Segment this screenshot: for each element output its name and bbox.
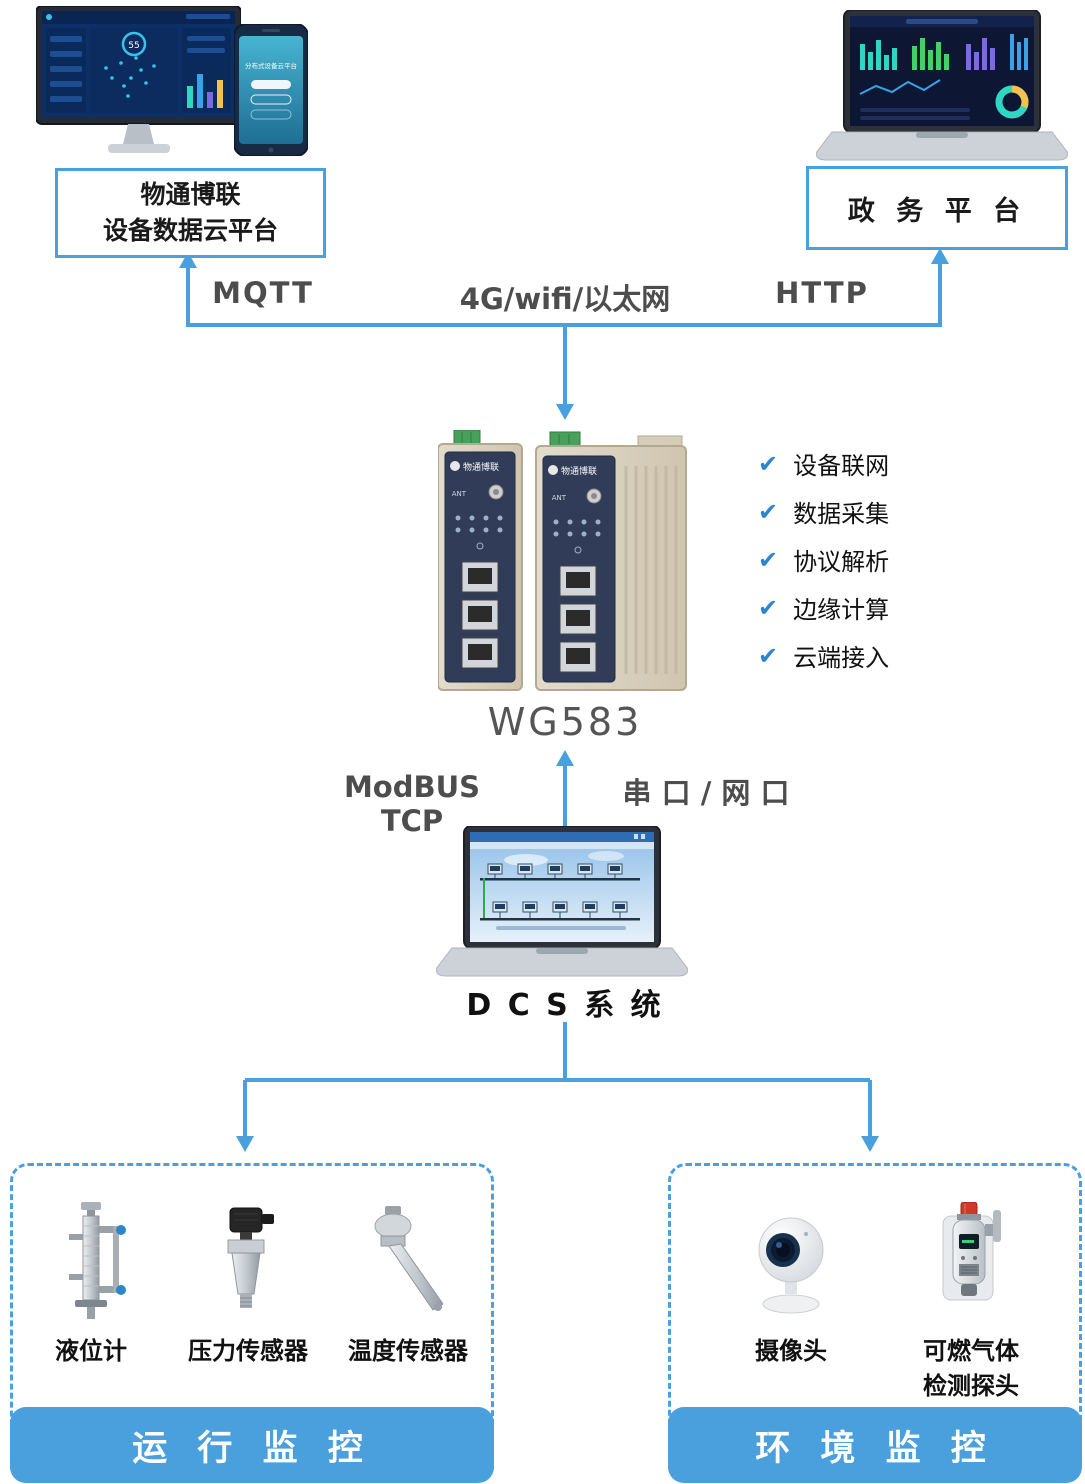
operation-monitoring-group: 液位计 压力传感器 温度传感器 运 行 监 控 (10, 1163, 494, 1483)
dcs-screen-image (435, 825, 689, 977)
sensor-label-level-gauge: 液位计 (55, 1337, 127, 1365)
sensor-label-gas-detector: 可燃气体 检测探头 (923, 1337, 1019, 1400)
gateway-ant-label-right: ANT (552, 494, 567, 502)
gov-dashboard-image (815, 9, 1069, 161)
check-icon: ✔ (758, 641, 779, 670)
dcs-system-label: D C S 系 统 (466, 988, 664, 1023)
phone-image: 分布式设备云平台 (233, 23, 309, 157)
sensor-label-pressure: 压力传感器 (188, 1337, 308, 1365)
operation-monitoring-bar: 运 行 监 控 (10, 1407, 494, 1483)
check-icon: ✔ (758, 449, 779, 478)
environment-monitoring-bar: 环 境 监 控 (668, 1407, 1082, 1483)
sensor-label-camera: 摄像头 (755, 1337, 827, 1365)
feature-label: 设备联网 (793, 452, 890, 480)
link-label-serial: 串 口 / 网 口 (622, 776, 790, 810)
gov-platform-box: 政 务 平 台 (806, 166, 1068, 250)
gov-platform-laptop (815, 9, 1069, 165)
gateway-model-label: WG583 (487, 700, 643, 744)
feature-label: 协议解析 (793, 548, 890, 576)
gateway-brand-left: 物通博联 (463, 461, 499, 473)
check-icon: ✔ (758, 593, 779, 622)
cloud-platform-name: 物通博联 (140, 179, 241, 209)
cloud-platform-phone: 分布式设备云平台 (233, 23, 309, 157)
pressure-sensor-image (198, 1206, 298, 1330)
feature-item: ✔ 设备联网 (758, 449, 889, 481)
environment-monitoring-group: 摄像头 可燃气体 检测探头 环 境 监 控 (668, 1163, 1082, 1483)
level-gauge-image (41, 1202, 141, 1328)
cloud-platform-monitor: 55 (35, 5, 242, 168)
link-label-network: 4G/wifi/以太网 (459, 282, 671, 316)
gateway-image: 物通博联 ANT (437, 429, 687, 691)
cloud-platform-subtitle: 设备数据云平台 (102, 216, 278, 245)
check-icon: ✔ (758, 545, 779, 574)
dcs-laptop (435, 825, 689, 981)
cloud-platform-box: 物通博联 设备数据云平台 (55, 168, 326, 258)
feature-label: 边缘计算 (793, 596, 890, 624)
dashboard-monitor-image: 55 (35, 5, 242, 153)
camera-image (741, 1206, 841, 1328)
feature-item: ✔ 边缘计算 (758, 593, 889, 625)
gov-platform-name: 政 务 平 台 (847, 195, 1027, 227)
gateway-brand-right: 物通博联 (561, 465, 597, 477)
sensor-label-temperature: 温度传感器 (348, 1337, 468, 1365)
feature-item: ✔ 云端接入 (758, 641, 889, 673)
feature-label: 数据采集 (793, 500, 890, 528)
check-icon: ✔ (758, 497, 779, 526)
link-label-http: HTTP (775, 276, 869, 310)
temperature-sensor-image (355, 1204, 460, 1328)
gas-detector-image (921, 1201, 1026, 1328)
feature-item: ✔ 协议解析 (758, 545, 889, 577)
link-label-modbus: ModBUS TCP (343, 770, 481, 838)
gauge-value: 55 (128, 41, 139, 51)
feature-label: 云端接入 (793, 644, 890, 672)
link-label-mqtt: MQTT (212, 276, 314, 310)
feature-item: ✔ 数据采集 (758, 497, 889, 529)
phone-app-title: 分布式设备云平台 (245, 61, 297, 70)
gateway-ant-label-left: ANT (452, 490, 467, 498)
gateway-feature-list: ✔ 设备联网 ✔ 数据采集 ✔ 协议解析 ✔ 边缘计算 ✔ 云端接入 (758, 450, 889, 690)
gateway-device: 物通博联 ANT (437, 429, 693, 698)
